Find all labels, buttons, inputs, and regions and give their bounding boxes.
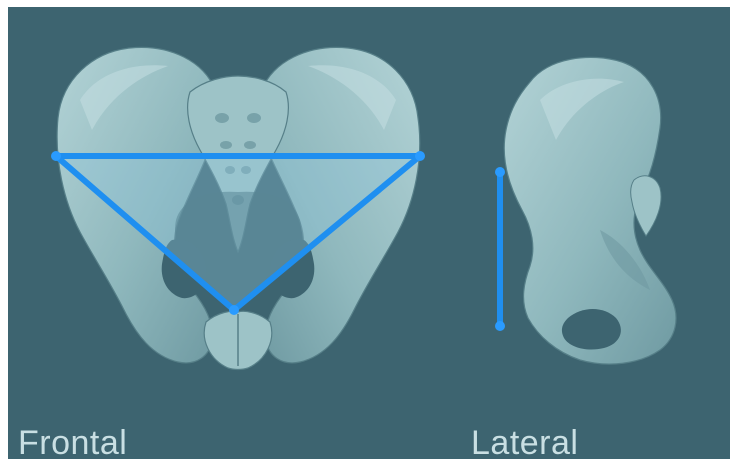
plane-point-right-asis [415,151,425,161]
plane-point-pubic-tubercle [495,321,505,331]
frontal-view-label: Frontal [18,426,127,460]
lateral-view-label: Lateral [471,426,578,460]
plane-point-left-asis [51,151,61,161]
plane-point-pubis [229,305,239,315]
plane-point-asis [495,167,505,177]
pelvis-lateral-icon [504,57,676,364]
